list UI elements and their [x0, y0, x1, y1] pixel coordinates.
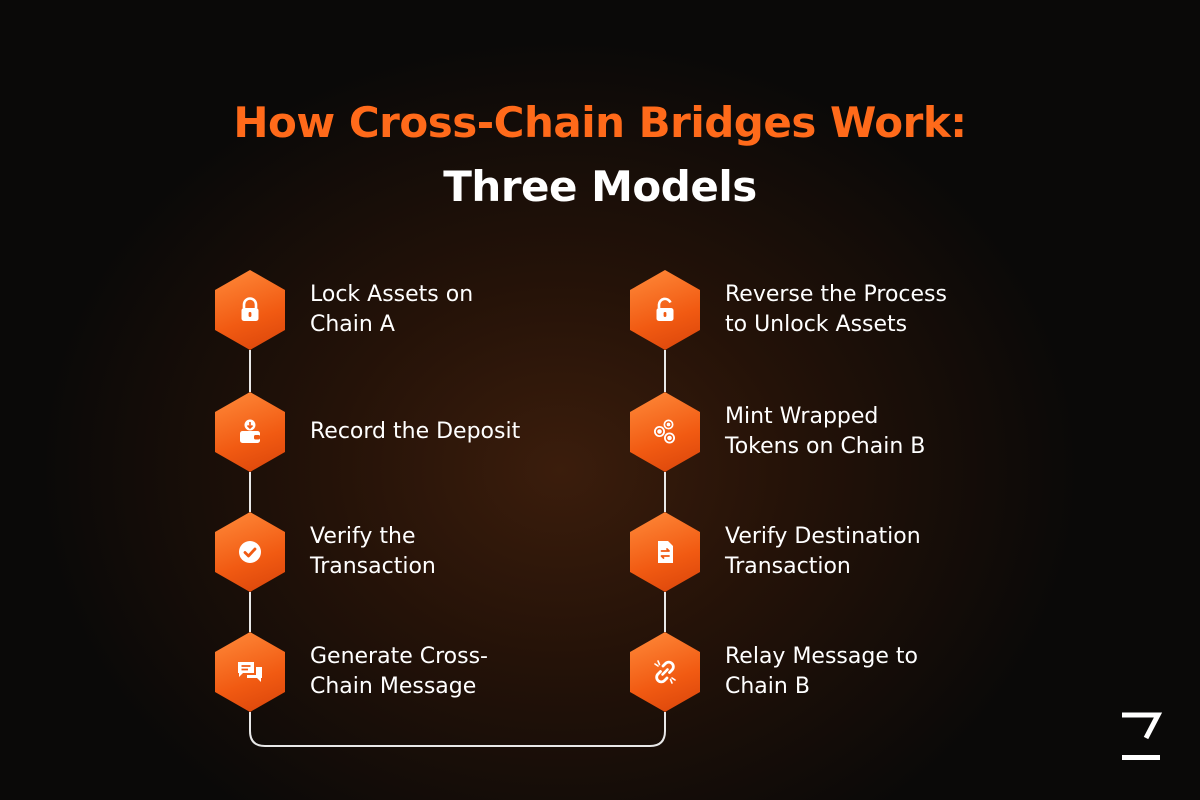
unlock-icon: [630, 270, 700, 350]
step-label: Verify the Transaction: [310, 524, 436, 579]
step-label: Mint Wrapped Tokens on Chain B: [725, 404, 926, 459]
broken-link-icon: [630, 632, 700, 712]
step-record-deposit: Record the Deposit: [215, 392, 635, 472]
chat-bubbles-icon: [215, 632, 285, 712]
step-label: Generate Cross- Chain Message: [310, 644, 488, 699]
step-label: Verify Destination Transaction: [725, 524, 921, 579]
step-relay-message: Relay Message to Chain B: [630, 632, 1050, 712]
title-line-2: Three Models: [443, 162, 757, 211]
title-line-1: How Cross-Chain Bridges Work:: [233, 98, 967, 147]
lock-icon: [215, 270, 285, 350]
step-label: Relay Message to Chain B: [725, 644, 918, 699]
step-verify-destination: Verify Destination Transaction: [630, 512, 1050, 592]
step-generate-message: Generate Cross- Chain Message: [215, 632, 635, 712]
step-mint-tokens: Mint Wrapped Tokens on Chain B: [630, 392, 1050, 472]
brand-logo-icon: [1120, 712, 1164, 768]
step-label: Record the Deposit: [310, 419, 521, 444]
step-label: Lock Assets on Chain A: [310, 282, 474, 337]
document-exchange-icon: [630, 512, 700, 592]
step-label: Reverse the Process to Unlock Assets: [725, 282, 947, 337]
step-lock-assets: Lock Assets on Chain A: [215, 270, 635, 350]
coins-icon: [630, 392, 700, 472]
check-circle-icon: [215, 512, 285, 592]
step-verify-transaction: Verify the Transaction: [215, 512, 635, 592]
step-reverse-process: Reverse the Process to Unlock Assets: [630, 270, 1050, 350]
wallet-deposit-icon: [215, 392, 285, 472]
